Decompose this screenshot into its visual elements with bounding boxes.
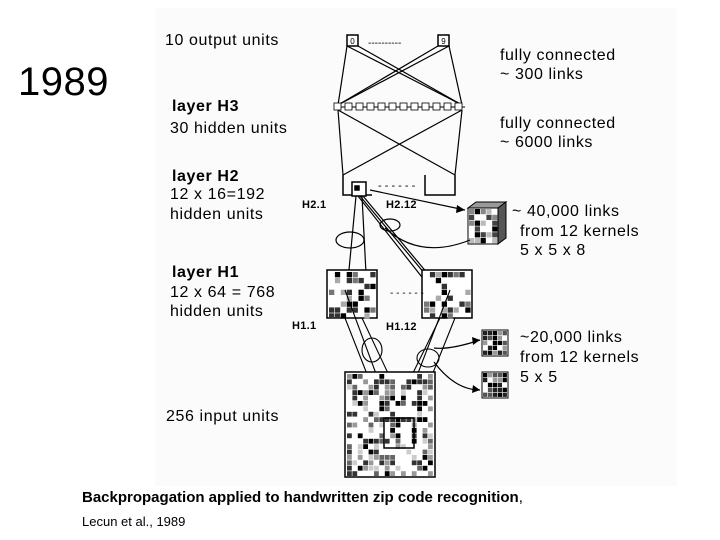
kernels1-line2: from 12 kernels (520, 223, 640, 240)
h1-kernels (481, 329, 509, 399)
kernels2-line2: from 12 kernels (520, 349, 640, 366)
fc1-line2: ~ 300 links (500, 66, 584, 83)
fc1-line1: fully connected (500, 47, 616, 64)
layer-h2-units: hidden units (170, 206, 264, 223)
layer-h3-title: layer H3 (172, 98, 240, 115)
layer-h2-size: 12 x 16=192 (170, 186, 266, 203)
h1-12-label: H1.12 (386, 321, 417, 333)
output-unit-9 (437, 34, 450, 47)
caption-title: Backpropagation applied to handwritten z… (82, 489, 523, 506)
h1-map-1 (326, 269, 378, 319)
h2-1-label: H2.1 (302, 199, 327, 211)
fc2-line2: ~ 6000 links (500, 134, 594, 151)
h1-dashes: - - - - - - (390, 288, 424, 299)
input-units-label: 256 input units (166, 408, 280, 425)
layer-h1-size: 12 x 64 = 768 (170, 284, 276, 301)
h1-1-label: H1.1 (292, 320, 317, 332)
output-units-label: 10 output units (165, 32, 279, 49)
output-digit-0: 0 (350, 37, 355, 46)
output-dashes: ---------- (368, 38, 401, 49)
h1-map-12 (421, 269, 473, 319)
year-label: 1989 (18, 60, 109, 104)
fc-output-h3 (337, 45, 463, 106)
kernels1-line1: ~ 40,000 links (512, 203, 620, 220)
h2-12-label: H2.12 (386, 199, 417, 211)
kernels1-line3: 5 x 5 x 8 (520, 242, 586, 259)
h2-dashes: - - - - - - (378, 180, 416, 192)
layer-h2-title: layer H2 (172, 168, 240, 185)
caption-title-text: Backpropagation applied to handwritten z… (82, 489, 519, 506)
h2-kernel-arrow (369, 189, 466, 211)
h2-bar (342, 175, 456, 197)
caption-comma: , (518, 489, 523, 506)
fc2-line1: fully connected (500, 115, 616, 132)
layer-h3-units: 30 hidden units (170, 120, 288, 137)
kernels2-line1: ~20,000 links (520, 329, 623, 346)
h2-kernel-cube (466, 201, 508, 245)
layer-h1-units: hidden units (170, 303, 264, 320)
input-image (344, 371, 436, 478)
output-unit-0 (346, 34, 359, 47)
output-digit-9: 9 (441, 37, 446, 46)
h3-units (333, 102, 465, 111)
caption-citation: Lecun et al., 1989 (82, 514, 186, 529)
layer-h1-title: layer H1 (172, 264, 240, 281)
fc-h3-h2 (337, 109, 463, 176)
kernels2-line3: 5 x 5 (520, 369, 558, 386)
